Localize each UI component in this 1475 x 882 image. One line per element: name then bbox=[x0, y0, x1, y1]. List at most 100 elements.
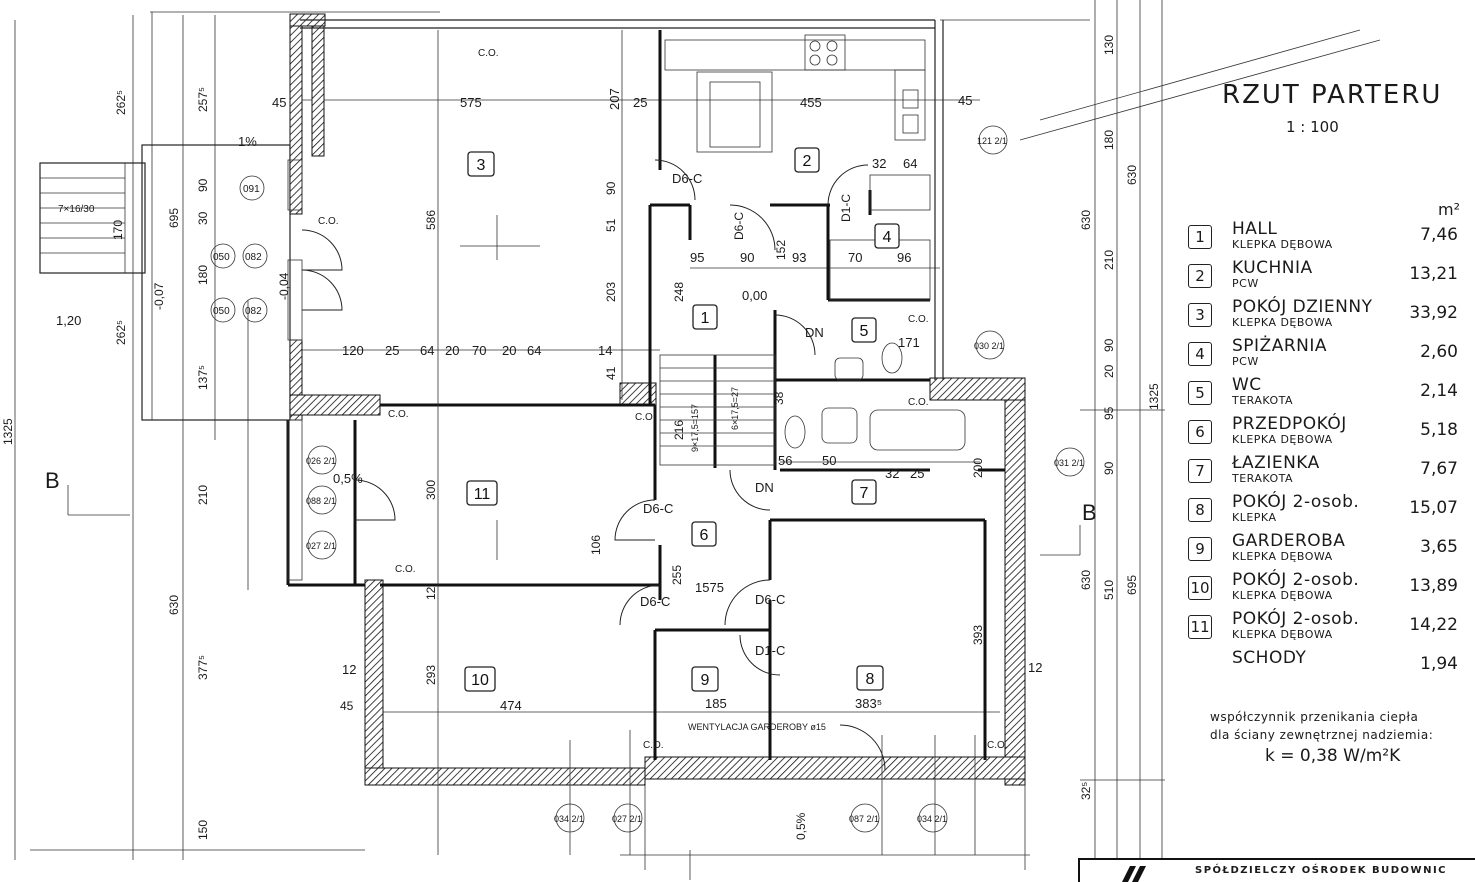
door-label-5: D1-C bbox=[839, 194, 853, 222]
west-windows bbox=[287, 159, 303, 581]
legend-room-name: POKÓJ 2-osob. bbox=[1232, 492, 1360, 512]
room-number-3: 3 bbox=[477, 157, 486, 174]
legend-number: 4 bbox=[1188, 342, 1212, 366]
dim-inner-25: 1575 bbox=[695, 580, 724, 595]
door-label-2: D6-C bbox=[640, 594, 670, 609]
title-block-stamp: SPÓŁDZIELCZY OŚRODEK BUDOWNIC bbox=[1078, 858, 1475, 882]
dim-top-4: 455 bbox=[800, 95, 822, 110]
legend-number: 3 bbox=[1188, 303, 1212, 327]
dim-inner-1: 90 bbox=[604, 181, 618, 195]
legend-number: 1 bbox=[1188, 225, 1212, 249]
dim-inner-6: 90 bbox=[740, 250, 754, 265]
legend-room-name: HALL bbox=[1232, 219, 1278, 239]
window-tag-5: 026 2/1 bbox=[306, 456, 336, 466]
window-tag-0: 091 bbox=[243, 184, 260, 195]
legend-room-material: KLEPKA DĘBOWA bbox=[1232, 316, 1333, 329]
door-label-6: D6-C bbox=[732, 212, 746, 240]
dim-inner-0: 586 bbox=[424, 210, 438, 230]
legend-number: 5 bbox=[1188, 381, 1212, 405]
dim-left-0: 262⁵ bbox=[114, 90, 128, 115]
dim-top-0: 45 bbox=[272, 95, 286, 110]
legend-room-material: PCW bbox=[1232, 355, 1259, 368]
legend-room-material: TERAKOTA bbox=[1232, 472, 1294, 485]
dim-right-11: 510 bbox=[1102, 580, 1116, 600]
dim-inner-3: 203 bbox=[604, 282, 618, 302]
heating-markers: C.O. C.O. C.O. C.O. C.O. C.O. C.O. C.O. … bbox=[318, 48, 1008, 751]
co-marker-5: C.O. bbox=[908, 314, 929, 325]
legend-number: 6 bbox=[1188, 420, 1212, 444]
legend-room-material: KLEPKA DĘBOWA bbox=[1232, 433, 1333, 446]
legend-room-area: 3,65 bbox=[1420, 537, 1458, 557]
dim-inner-29: 383⁵ bbox=[855, 696, 882, 711]
dim-inner-21: 14 bbox=[598, 343, 612, 358]
dim-inner-11: 32 bbox=[872, 156, 886, 171]
dim-inner-50: 12 bbox=[342, 662, 356, 677]
dim-left-3: 90 bbox=[196, 178, 210, 192]
dim-inner-20: 64 bbox=[527, 343, 541, 358]
entrance-stairs bbox=[39, 144, 291, 421]
stamp-text: SPÓŁDZIELCZY OŚRODEK BUDOWNIC bbox=[1195, 865, 1448, 876]
dim-inner-35: 32 bbox=[885, 466, 899, 481]
dim-inner-31: 200 bbox=[971, 458, 985, 478]
dim-inner-38: 1,20 bbox=[56, 313, 81, 328]
dim-left-9: 1325 bbox=[1, 418, 15, 445]
dim-right-0: 130 bbox=[1102, 35, 1116, 55]
room-number-11: 11 bbox=[474, 486, 491, 503]
dim-top-3: 25 bbox=[633, 95, 647, 110]
window-tag-4: 082 bbox=[245, 306, 262, 317]
dim-left-12: 377⁵ bbox=[196, 655, 210, 680]
dim-inner-41: 0,5% bbox=[794, 812, 808, 840]
door-labels: D6-C D6-C D6-C D6-C D1-C D1-C D6-C DN DN bbox=[640, 171, 853, 658]
dim-inner-32: 171 bbox=[898, 335, 920, 350]
dim-inner-42: -0,07 bbox=[152, 282, 166, 310]
legend-room-material: KLEPKA bbox=[1232, 511, 1277, 524]
legend-number: 11 bbox=[1188, 615, 1212, 639]
room-number-9: 9 bbox=[701, 672, 710, 689]
section-marker-left: B bbox=[45, 468, 60, 493]
legend-room-area: 14,22 bbox=[1409, 615, 1458, 635]
dim-right-2: 630 bbox=[1125, 165, 1139, 185]
dim-top-2: 207 bbox=[607, 88, 622, 110]
company-logo-icon bbox=[1122, 866, 1146, 882]
dim-right-13: 32⁵ bbox=[1079, 782, 1093, 800]
co-marker-1: C.O. bbox=[318, 216, 339, 227]
dim-inner-36: 25 bbox=[910, 466, 924, 481]
legend-room-area: 13,89 bbox=[1409, 576, 1458, 596]
dim-inner-28: 185 bbox=[705, 696, 727, 711]
legend-number: 8 bbox=[1188, 498, 1212, 522]
room-number-4: 4 bbox=[883, 229, 892, 246]
dim-inner-15: 25 bbox=[385, 343, 399, 358]
dim-right-5: 90 bbox=[1102, 338, 1116, 352]
dim-inner-47: 38 bbox=[772, 391, 786, 405]
co-marker-3: C.O. bbox=[395, 564, 416, 575]
dim-inner-34: 50 bbox=[822, 453, 836, 468]
dim-right-7: 95 bbox=[1102, 406, 1116, 420]
dim-top-1: 575 bbox=[460, 95, 482, 110]
dim-right-3: 630 bbox=[1079, 210, 1093, 230]
legend-room-name: SCHODY bbox=[1232, 648, 1307, 668]
internal-stairs bbox=[659, 354, 776, 466]
window-tag-14: 121 2/1 bbox=[977, 136, 1007, 146]
door-swings bbox=[301, 159, 886, 771]
dimension-lines-right bbox=[940, 0, 1381, 860]
dim-inner-19: 20 bbox=[502, 343, 516, 358]
dim-right-12: 695 bbox=[1125, 575, 1139, 595]
legend-room-name: KUCHNIA bbox=[1232, 258, 1313, 278]
dimension-lines-left bbox=[14, 11, 440, 860]
legend-number: 7 bbox=[1188, 459, 1212, 483]
inner-dimensions: 586 90 51 203 248 95 90 152 93 70 96 32 … bbox=[56, 134, 1042, 840]
legend-room-material: KLEPKA DĘBOWA bbox=[1232, 589, 1333, 602]
area-unit: m² bbox=[1438, 200, 1460, 219]
dim-inner-40: 0,5% bbox=[333, 471, 363, 486]
legend-room-area: 2,60 bbox=[1420, 342, 1458, 362]
window-tag-10: 087 2/1 bbox=[849, 814, 879, 824]
co-marker-7: C.O. bbox=[643, 740, 664, 751]
bathroom-fixtures bbox=[784, 342, 966, 451]
legend-room-area: 7,67 bbox=[1420, 459, 1458, 479]
dim-inner-23: 106 bbox=[589, 535, 603, 555]
legend-room-material: KLEPKA DĘBOWA bbox=[1232, 238, 1333, 251]
